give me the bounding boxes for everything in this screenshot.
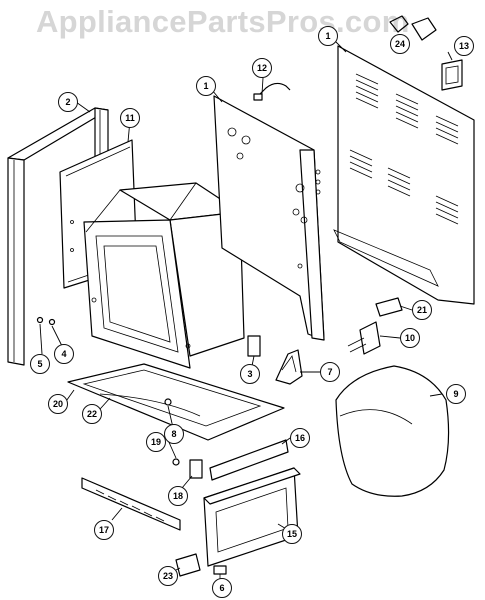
callout-6: 6 — [212, 578, 232, 598]
callout-7: 7 — [320, 362, 340, 382]
part-21 — [375, 297, 403, 317]
callout-1-middle: 1 — [196, 76, 216, 96]
part-1-back-panel — [333, 45, 475, 305]
callout-18: 19 — [146, 432, 166, 452]
callout-19: 17 — [94, 520, 114, 540]
callout-11: 11 — [120, 108, 140, 128]
part-15 — [203, 467, 301, 567]
callout-4: 4 — [54, 344, 74, 364]
callout-12: 12 — [252, 58, 272, 78]
callout-2: 2 — [58, 92, 78, 112]
part-8 — [164, 398, 172, 406]
callout-3: 3 — [240, 364, 260, 384]
part-12-wire — [253, 82, 291, 101]
callout-1-right: 1 — [318, 26, 338, 46]
callout-5: 5 — [30, 354, 50, 374]
part-20-bottom-pan — [67, 363, 285, 441]
callout-17: 18 — [168, 486, 188, 506]
part-19 — [81, 477, 181, 531]
part-16 — [209, 439, 289, 481]
callout-9: 9 — [446, 384, 466, 404]
part-7-hinge — [275, 349, 303, 385]
callout-8: 8 — [164, 424, 184, 444]
watermark: AppliancePartsPros.com — [36, 4, 410, 39]
callout-13: 13 — [454, 36, 474, 56]
callout-20: 20 — [48, 394, 68, 414]
part-18 — [172, 458, 180, 466]
part-17 — [189, 459, 203, 479]
callout-24: 24 — [390, 34, 410, 54]
part-1-side-panel — [213, 95, 325, 341]
part-9-insulation — [335, 365, 450, 497]
part-10 — [347, 321, 381, 355]
callout-21: 21 — [412, 300, 432, 320]
callout-16: 16 — [290, 428, 310, 448]
part-4-5-screws — [36, 316, 56, 326]
part-3-hinge — [247, 335, 261, 357]
part-23 — [175, 553, 201, 577]
part-13 — [441, 59, 463, 91]
callout-10: 10 — [400, 328, 420, 348]
part-24 — [389, 15, 437, 41]
callout-15: 15 — [282, 524, 302, 544]
callout-23: 23 — [158, 566, 178, 586]
callout-22: 22 — [82, 404, 102, 424]
